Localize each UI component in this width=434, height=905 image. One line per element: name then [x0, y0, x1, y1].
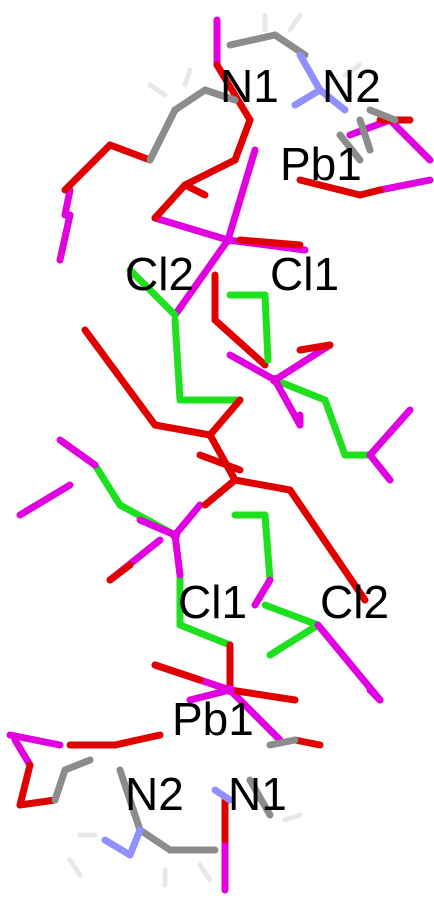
label-pb1-bottom: Pb1	[172, 693, 254, 745]
label-cl1-lower: Cl1	[178, 576, 247, 628]
label-cl2-upper: Cl2	[125, 248, 194, 300]
atom-labels: N1 N2 Pb1 Cl2 Cl1 Cl1 Cl2 Pb1 N2 N1	[125, 60, 389, 820]
label-pb1-top: Pb1	[280, 138, 362, 190]
lead-atoms	[170, 235, 280, 695]
label-cl2-lower: Cl2	[320, 576, 389, 628]
label-n2-bottom: N2	[125, 768, 184, 820]
top-lead-unit	[56, 12, 434, 369]
middle-bridge	[16, 316, 414, 704]
label-cl1-upper: Cl1	[270, 248, 339, 300]
bottom-lead-unit	[6, 641, 324, 894]
label-n1-bottom: N1	[228, 768, 287, 820]
label-n1-top: N1	[220, 60, 279, 112]
label-n2-top: N2	[322, 60, 381, 112]
